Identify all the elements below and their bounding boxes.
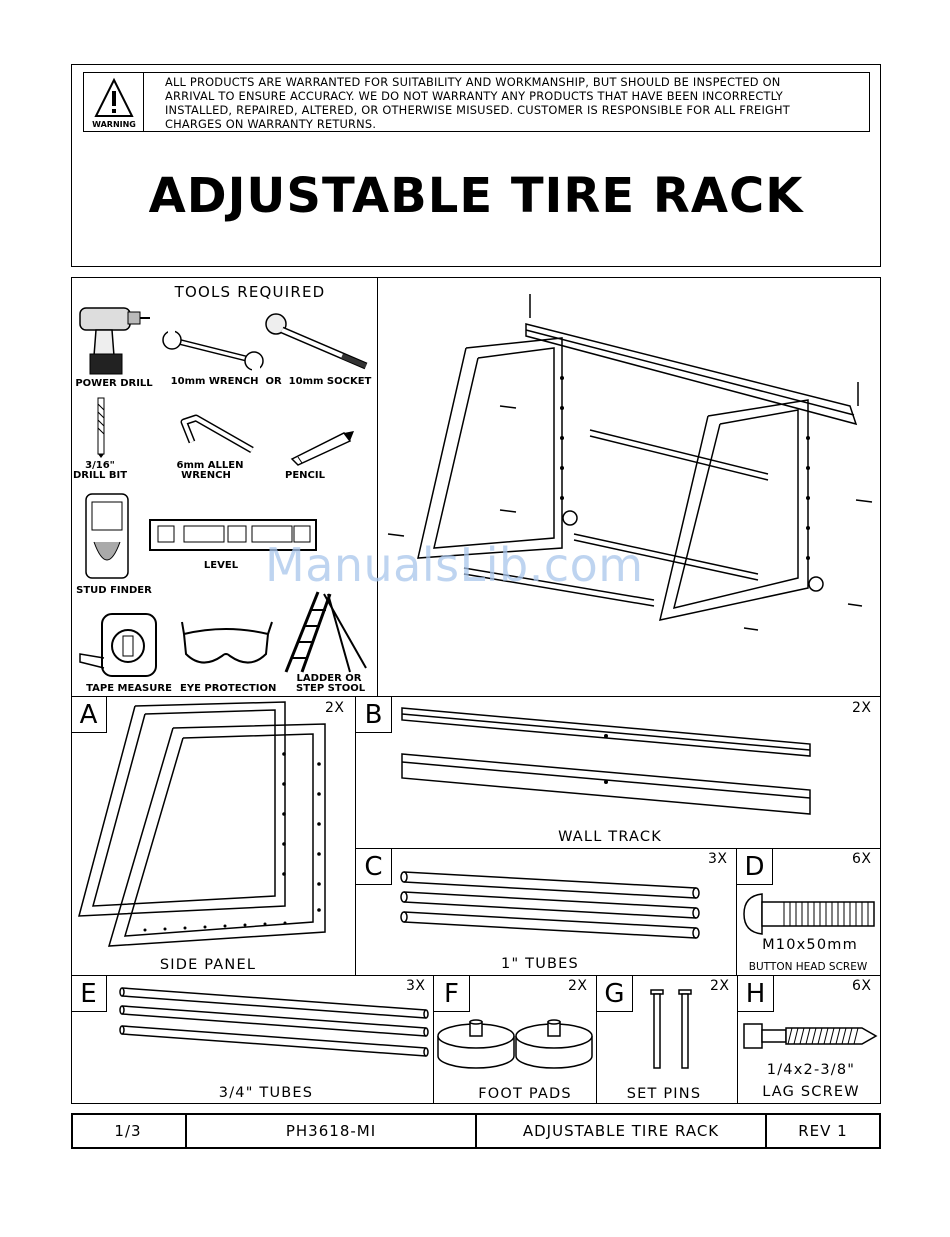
level-label: LEVEL	[203, 560, 239, 571]
socket-icon	[265, 313, 368, 370]
part-e-qty: 3X	[406, 978, 426, 994]
warning-line: CHARGES ON WARRANTY RETURNS.	[165, 117, 377, 131]
part-d-letter: D	[737, 849, 773, 885]
warning-line: ARRIVAL TO ENSURE ACCURACY. WE DO NOT WA…	[165, 89, 783, 103]
watermark: ManualsLib.com	[265, 538, 644, 592]
part-c-letter: C	[356, 849, 392, 885]
part-e-name: 3/4" TUBES	[218, 1085, 314, 1101]
drill-bit-icon	[97, 397, 105, 458]
drill-bit-label-1: 3/16"	[85, 460, 115, 471]
header-panel	[71, 64, 881, 267]
page-title: ADJUSTABLE TIRE RACK	[148, 168, 804, 224]
part-f-name: FOOT PADS	[478, 1086, 572, 1102]
pencil-icon	[290, 431, 354, 466]
foot-pads-drawing	[437, 1019, 593, 1069]
divider	[71, 975, 881, 976]
side-panel-drawing	[78, 701, 326, 947]
footer-part-number: PH3618-MI	[187, 1113, 477, 1149]
part-b-name: WALL TRACK	[558, 829, 662, 845]
warning-text: ALL PRODUCTS ARE WARRANTED FOR SUITABILI…	[165, 75, 855, 131]
drill-bit-label-2: DRILL BIT	[72, 470, 128, 481]
eye-protection-icon	[181, 621, 273, 664]
divider	[355, 696, 356, 976]
part-c-name: 1" TUBES	[501, 956, 579, 972]
ladder-icon	[284, 591, 367, 673]
assembly-diagram	[387, 294, 873, 631]
part-g-name: SET PINS	[626, 1086, 702, 1102]
divider	[736, 848, 737, 976]
tape-measure-label: TAPE MEASURE	[86, 683, 172, 694]
part-d-size: M10x50mm	[762, 937, 858, 953]
power-drill-label: POWER DRILL	[75, 378, 153, 389]
part-d-qty: 6X	[852, 851, 872, 867]
divider	[377, 277, 378, 697]
part-e-letter: E	[71, 976, 107, 1012]
warning-icon	[94, 77, 134, 117]
footer-page: 1/3	[71, 1113, 187, 1149]
stud-finder-icon	[85, 493, 129, 579]
part-b-qty: 2X	[852, 700, 872, 716]
ladder-label-2: STEP STOOL	[296, 683, 366, 694]
tape-measure-icon	[79, 613, 157, 677]
part-f-letter: F	[434, 976, 470, 1012]
stud-finder-label: STUD FINDER	[76, 585, 152, 596]
pencil-label: PENCIL	[285, 470, 325, 481]
part-g-letter: G	[597, 976, 633, 1012]
part-h-letter: H	[738, 976, 774, 1012]
set-pins-drawing	[650, 989, 692, 1069]
warning-icon-label: WARNING	[92, 120, 136, 129]
part-a-name: SIDE PANEL	[159, 957, 257, 973]
button-head-screw-icon	[743, 893, 875, 935]
part-h-size: 1/4x2-3/8"	[766, 1062, 856, 1078]
warning-icon-box	[83, 72, 144, 132]
allen-wrench-icon	[180, 414, 254, 454]
allen-wrench-label-1: 6mm ALLEN	[176, 460, 244, 471]
power-drill-icon	[79, 307, 150, 375]
part-b-letter: B	[356, 697, 392, 733]
three-quarter-tubes-drawing	[119, 987, 429, 1057]
eye-protection-label: EYE PROTECTION	[180, 683, 277, 694]
divider	[596, 975, 597, 1104]
part-h-name: LAG SCREW	[762, 1084, 860, 1100]
footer-revision: REV 1	[798, 1122, 848, 1140]
part-f-qty: 2X	[568, 978, 588, 994]
part-d-name: BUTTON HEAD SCREW	[748, 961, 868, 973]
part-a-letter: A	[71, 697, 107, 733]
lag-screw-icon	[743, 1023, 878, 1049]
part-c-qty: 3X	[708, 851, 728, 867]
wall-track-drawing	[401, 707, 811, 815]
wrench-icon	[162, 330, 264, 371]
divider	[433, 975, 434, 1104]
one-inch-tubes-drawing	[400, 871, 700, 939]
tools-heading: TOOLS REQUIRED	[174, 283, 326, 301]
allen-wrench-label-2: WRENCH	[181, 470, 231, 481]
part-h-qty: 6X	[852, 978, 872, 994]
divider	[737, 975, 738, 1104]
part-g-qty: 2X	[710, 978, 730, 994]
part-a-qty: 2X	[325, 700, 345, 716]
ladder-label-1: LADDER OR	[296, 673, 362, 684]
divider	[71, 696, 881, 697]
main-grid	[71, 277, 881, 1104]
divider	[355, 848, 881, 849]
warning-line: INSTALLED, REPAIRED, ALTERED, OR OTHERWI…	[165, 103, 790, 117]
warning-line: ALL PRODUCTS ARE WARRANTED FOR SUITABILI…	[165, 75, 781, 89]
wrench-socket-label: 10mm WRENCH OR 10mm SOCKET	[170, 376, 372, 387]
level-icon	[149, 519, 317, 551]
footer-product: ADJUSTABLE TIRE RACK	[477, 1113, 767, 1149]
